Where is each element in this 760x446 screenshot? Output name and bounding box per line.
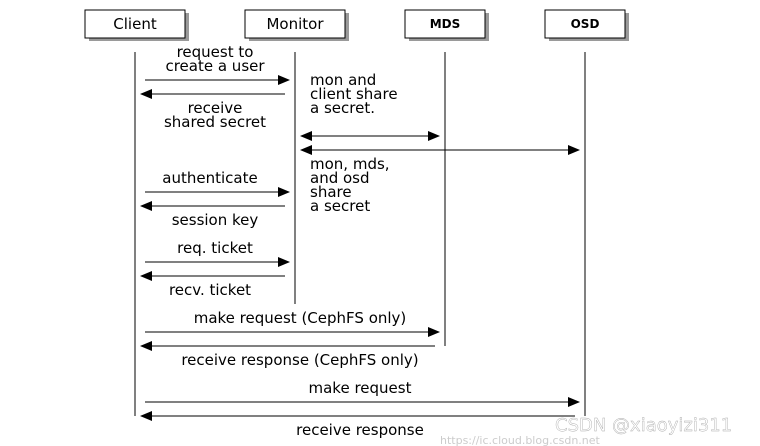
msg-make-request: make request	[309, 379, 412, 397]
msg-receive-shared-secret-line-1: receive	[188, 99, 243, 117]
msg-req-ticket: req. ticket	[177, 239, 253, 257]
msg-request-create-user-line-2: create a user	[165, 57, 265, 75]
msg-request-create-user-line-1: request to	[177, 43, 254, 61]
note-mon-client-share: mon and client share a secret.	[310, 71, 398, 117]
participant-osd-label: OSD	[571, 17, 600, 31]
note-mon-mds-osd-share-line-2: and osd	[310, 169, 370, 187]
msg-session-key: session key	[172, 211, 259, 229]
participant-client-label: Client	[113, 15, 157, 33]
note-mon-client-share-line-2: client share	[310, 85, 398, 103]
msg-recv-ticket: recv. ticket	[169, 281, 251, 299]
msg-receive-shared-secret-line-2: shared secret	[164, 113, 266, 131]
watermark-url: https://ic.cloud.blog.csdn.net	[440, 434, 601, 446]
participant-osd: OSD	[544, 9, 629, 41]
msg-authenticate: authenticate	[162, 169, 257, 187]
participant-mds-label: MDS	[430, 17, 461, 31]
watermark-text: CSDN @xiaoyizi311	[555, 415, 732, 436]
participant-monitor-label: Monitor	[266, 15, 324, 33]
msg-receive-response-cephfs: receive response (CephFS only)	[181, 351, 418, 369]
note-mon-mds-osd-share: mon, mds, and osd share a secret	[310, 155, 390, 215]
msg-make-request-cephfs: make request (CephFS only)	[194, 309, 407, 327]
msg-receive-shared-secret: receive shared secret	[164, 99, 266, 131]
participant-client: Client	[84, 9, 189, 41]
participant-monitor: Monitor	[244, 9, 349, 41]
note-mon-client-share-line-3: a secret.	[310, 99, 375, 117]
note-mon-mds-osd-share-line-1: mon, mds,	[310, 155, 390, 173]
msg-receive-response: receive response	[296, 421, 424, 439]
note-mon-client-share-line-1: mon and	[310, 71, 376, 89]
note-mon-mds-osd-share-line-3: share	[310, 183, 352, 201]
participant-mds: MDS	[404, 9, 489, 41]
msg-request-create-user: request to create a user	[165, 43, 265, 75]
note-mon-mds-osd-share-line-4: a secret	[310, 197, 370, 215]
